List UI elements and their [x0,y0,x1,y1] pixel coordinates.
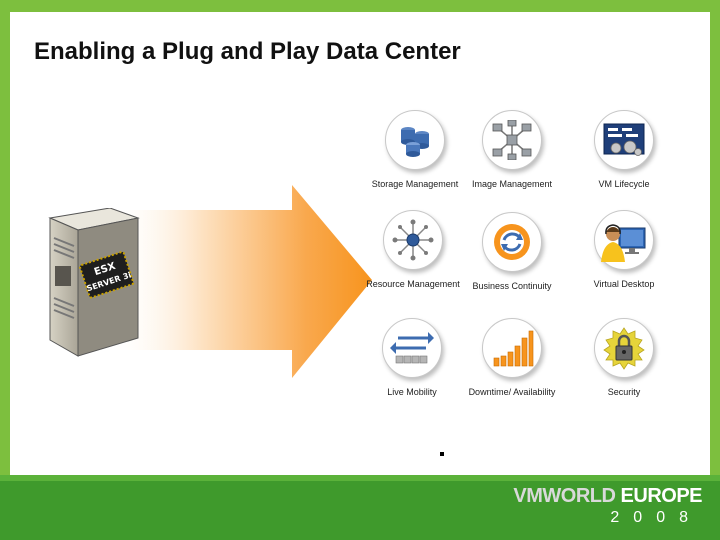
continuity-icon [482,212,542,272]
desktop-user-icon [594,210,654,270]
capability-label: Downtime/ Availability [452,386,572,398]
esx-server-icon: ESX SERVER 3i [40,208,140,358]
capability-label: VM Lifecycle [564,178,684,190]
footer-brand-logo: VMWORLD EUROPE [513,485,702,508]
footer-brand-region: EUROPE [621,485,702,507]
capability-image-management: Image Management [452,110,572,190]
footer-brand-name: VMWORLD [513,485,615,507]
slide-title: Enabling a Plug and Play Data Center [34,38,461,66]
footer-highlight-strip [0,475,720,481]
padlock-icon [594,318,654,378]
capability-label: Image Management [452,178,572,190]
capability-security: Security [564,318,684,398]
vm-lifecycle-icon [594,110,654,170]
frame-right-bar [710,0,720,475]
migration-arrows-icon [382,318,442,378]
bullet-dot [440,452,444,456]
capability-label: Security [564,386,684,398]
capability-label: Virtual Desktop [564,278,684,290]
capability-downtime-availability: Downtime/ Availability [452,318,572,398]
capability-virtual-desktop: Virtual Desktop [564,210,684,290]
frame-left-bar [0,0,10,475]
bar-chart-icon [482,318,542,378]
footer-bar: VMWORLD EUROPE 2008 [0,475,720,540]
frame-top-bar [0,0,720,12]
network-icon [482,110,542,170]
capability-vm-lifecycle: VM Lifecycle [564,110,684,190]
footer-year: 2008 [610,509,702,527]
database-icon [385,110,445,170]
hub-icon [383,210,443,270]
orange-arrow-icon [110,180,375,390]
capability-label: Business Continuity [452,280,572,292]
capability-business-continuity: Business Continuity [452,212,572,292]
